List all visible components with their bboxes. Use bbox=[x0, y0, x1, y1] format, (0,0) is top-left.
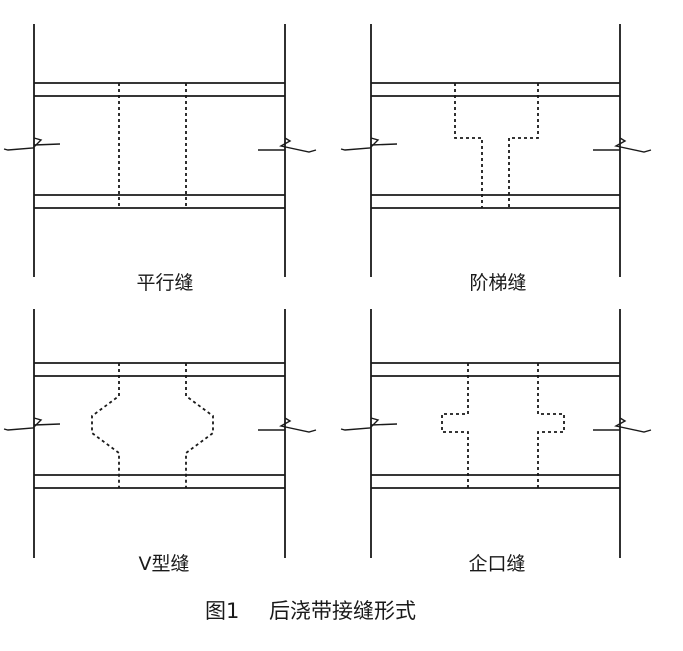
panel-label: V型缝 bbox=[139, 553, 190, 575]
left-break-mark bbox=[3, 137, 43, 151]
left-break-mark bbox=[340, 137, 380, 151]
panel-stepped-joint: 阶梯缝 bbox=[340, 24, 652, 294]
figure-number: 图1 bbox=[205, 599, 239, 623]
left-break-stub bbox=[370, 143, 398, 146]
panel-label: 平行缝 bbox=[136, 272, 193, 294]
right-break-mark bbox=[614, 417, 652, 433]
joint-dashed-line-right bbox=[537, 363, 565, 488]
panel-label: 企口缝 bbox=[468, 553, 525, 575]
panel-tongue-groove-joint: 企口缝 bbox=[340, 309, 652, 575]
joint-dashed-line-left bbox=[91, 363, 120, 488]
joint-dashed-line-left bbox=[454, 83, 483, 208]
joint-dashed-line-left bbox=[441, 363, 469, 488]
panel-label: 阶梯缝 bbox=[469, 272, 526, 294]
right-break-mark bbox=[614, 137, 652, 153]
left-break-mark bbox=[3, 417, 43, 431]
left-break-stub bbox=[33, 143, 61, 146]
figure-caption: 图1 后浇带接缝形式 bbox=[205, 599, 416, 623]
right-break-mark bbox=[279, 417, 317, 433]
joint-dashed-line-right bbox=[508, 83, 539, 208]
left-break-mark bbox=[340, 417, 380, 431]
left-break-stub bbox=[33, 423, 61, 426]
figure-title: 后浇带接缝形式 bbox=[269, 599, 416, 623]
left-break-stub bbox=[370, 423, 398, 426]
panel-v-shaped-joint: V型缝 bbox=[3, 309, 317, 575]
joint-dashed-line-right bbox=[185, 363, 214, 488]
panel-parallel-joint: 平行缝 bbox=[3, 24, 317, 294]
right-break-mark bbox=[279, 137, 317, 153]
